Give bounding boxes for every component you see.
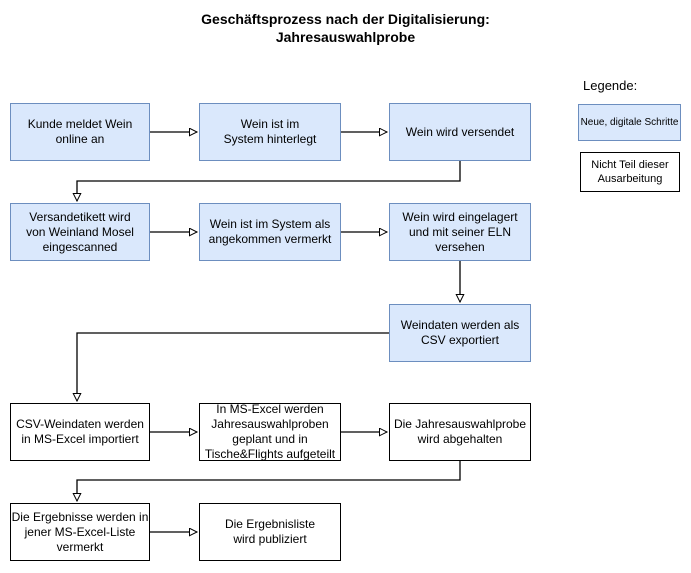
wein-versendet-node: Wein wird versendet xyxy=(389,103,531,161)
edge-abgehalten-to-ergebnisse xyxy=(77,461,461,501)
legend-heading: Legende: xyxy=(583,78,638,93)
legend-digital-steps-node: Neue, digitale Schritte xyxy=(578,104,681,141)
wein-versendet-label: Wein wird versendet xyxy=(405,124,515,139)
diagram-title-line2: Jahresauswahlprobe xyxy=(275,29,416,45)
legend-digital-steps-label: Neue, digitale Schritte xyxy=(580,117,679,128)
edge-csvexport-to-csvimport xyxy=(77,332,389,401)
diagram-title: Geschäftsprozess nach der Digitalisierun… xyxy=(0,10,691,46)
edge-versendet-to-versandetikett xyxy=(77,161,461,201)
diagram-title-line1: Geschäftsprozess nach der Digitalisierun… xyxy=(201,11,490,27)
